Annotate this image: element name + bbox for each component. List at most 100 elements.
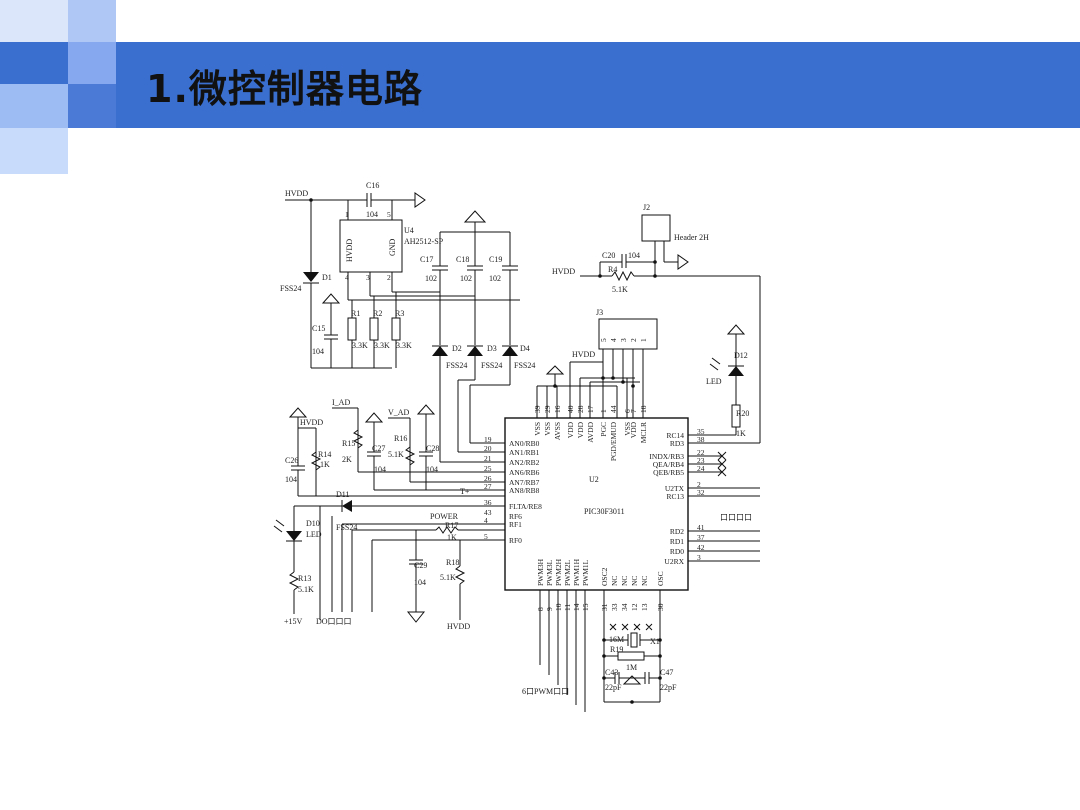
c43-ref: C43 [605, 668, 618, 677]
resistor-r2 [369, 317, 379, 341]
mcu-right-pin-name: RC14 [666, 431, 684, 440]
r2-ref: R2 [373, 309, 382, 318]
r13-val: 5.1K [298, 585, 314, 594]
resistor-r17 [435, 526, 459, 534]
mcu-right-pin-name: U2RX [664, 557, 684, 566]
mcu-left-pin-num: 19 [484, 435, 492, 444]
diode-d2 [432, 346, 448, 356]
u4-pin-hvdd: HVDD [345, 239, 354, 262]
r16-val: 5.1K [388, 450, 404, 459]
d4-part: FSS24 [514, 361, 535, 370]
r18-ref: R18 [446, 558, 459, 567]
net-i-ad: I_AD [332, 398, 350, 407]
mcu-top-pin-name: AVDD [586, 421, 595, 442]
led-d10 [286, 531, 302, 541]
net-do-label: DO口口口 [316, 617, 352, 626]
mcu-bottom-pin-name: PWM3H [536, 558, 545, 586]
mcu-right-pin-name: U2TX [665, 484, 685, 493]
r1-ref: R1 [351, 309, 360, 318]
title-banner [0, 42, 1080, 128]
c18-val: 102 [460, 274, 472, 283]
d1-ref: D1 [322, 273, 332, 282]
mcu-left-pin-num: 4 [484, 516, 488, 525]
r14-ref: R14 [318, 450, 331, 459]
d2-part: FSS24 [446, 361, 467, 370]
mcu-left-pin-name: RF6 [509, 512, 522, 521]
r3-ref: R3 [395, 309, 404, 318]
mcu-top-pin-name: MCLR [639, 422, 648, 443]
resistor-r1 [347, 317, 357, 341]
mcu-right-pin-num: 2 [697, 480, 701, 489]
j3-ref: J3 [596, 308, 603, 317]
mcu-right-pin-num: 3 [697, 553, 701, 562]
c26-ref: C26 [285, 456, 298, 465]
mcu-top-pin-name: AVSS [553, 422, 562, 440]
j2-part: Header 2H [674, 233, 709, 242]
mcu-bottom-pin-name: PWM2L [563, 559, 572, 586]
mcu-left-pin-name: AN2/RB2 [509, 458, 540, 467]
u4-pin-num-3: 3 [366, 273, 370, 282]
net-right-label: 口口口口 [720, 513, 752, 522]
d4-ref: D4 [520, 344, 530, 353]
d2-ref: D2 [452, 344, 462, 353]
mcu-bottom-pin-name: NC [610, 576, 619, 586]
mcu-top-pin-name: VSS [543, 422, 552, 436]
resistor-r3 [391, 317, 401, 341]
mcu-left-pin-num: 5 [484, 532, 488, 541]
r17-val: 1K [447, 533, 457, 542]
mcu-bottom-pin-name: OSC [656, 571, 665, 586]
resistor-r18 [454, 565, 466, 585]
mcu-top-pin-num: 44 [609, 405, 618, 413]
u4-body [339, 219, 403, 273]
r4-ref: R4 [608, 265, 617, 274]
mcu-left-pin-num: 27 [484, 482, 492, 491]
mcu-top-pin-name: VDD [566, 421, 575, 438]
u4-pin-num-4: 4 [345, 273, 349, 282]
mcu-bottom-pin-name: PWM1L [581, 559, 590, 586]
mcu-bottom-pin-num: 33 [610, 603, 619, 611]
crystal-x1 [630, 632, 638, 648]
j2-ref: J2 [643, 203, 650, 212]
r3-val: 3.3K [396, 341, 412, 350]
mcu-right-pin-num: 22 [697, 448, 705, 457]
r19-val: 1M [626, 663, 637, 672]
mcu-right-pin-num: 35 [697, 427, 705, 436]
d10-ref: D10 [306, 519, 320, 528]
net-plus15v: +15V [284, 617, 303, 626]
r15-val: 2K [342, 455, 352, 464]
d10-part: LED [306, 530, 322, 539]
c43-val: 22pF [605, 683, 622, 692]
mcu-bottom-pin-num: 12 [630, 603, 639, 611]
net-pwm-label: 6口PWM口口 [522, 687, 569, 696]
x1-ref: X1 [650, 637, 660, 646]
net-hvdd-j3: HVDD [572, 350, 595, 359]
j3-pin-2: 2 [629, 338, 638, 342]
mcu-left-pin-name: AN7/RB7 [509, 478, 540, 487]
mcu-right-pin-num: 32 [697, 488, 705, 497]
c29-ref: C29 [414, 561, 427, 570]
net-hvdd-top: HVDD [285, 189, 308, 198]
mcu-left-pin-num: 36 [484, 498, 492, 507]
mcu-right-pin-name: INDX/RB3 [649, 452, 684, 461]
corner-square-1 [0, 0, 68, 42]
net-hvdd-r4: HVDD [552, 267, 575, 276]
r20-val: 1K [736, 429, 746, 438]
ground-symbol-c16 [414, 192, 426, 208]
u4-pin-gnd: GND [388, 238, 397, 256]
resistor-r14 [310, 451, 322, 471]
r13-ref: R13 [298, 574, 311, 583]
mcu-u2-ref: U2 [589, 475, 599, 484]
j3-pin-3: 3 [619, 338, 628, 342]
mcu-bottom-pin-name: NC [630, 576, 639, 586]
d3-ref: D3 [487, 344, 497, 353]
c16-ref: C16 [366, 181, 379, 190]
c47-ref: C47 [660, 668, 673, 677]
mcu-left-pin-name: AN1/RB1 [509, 448, 540, 457]
resistor-r15 [352, 429, 364, 449]
mcu-bottom-pin-name: NC [620, 576, 629, 586]
diode-d1 [303, 272, 319, 282]
mcu-u2-body [504, 417, 689, 591]
mcu-bottom-pin-name: NC [640, 576, 649, 586]
mcu-left-pin-name: FLTA/RE8 [509, 502, 542, 511]
corner-square-3 [0, 128, 68, 174]
